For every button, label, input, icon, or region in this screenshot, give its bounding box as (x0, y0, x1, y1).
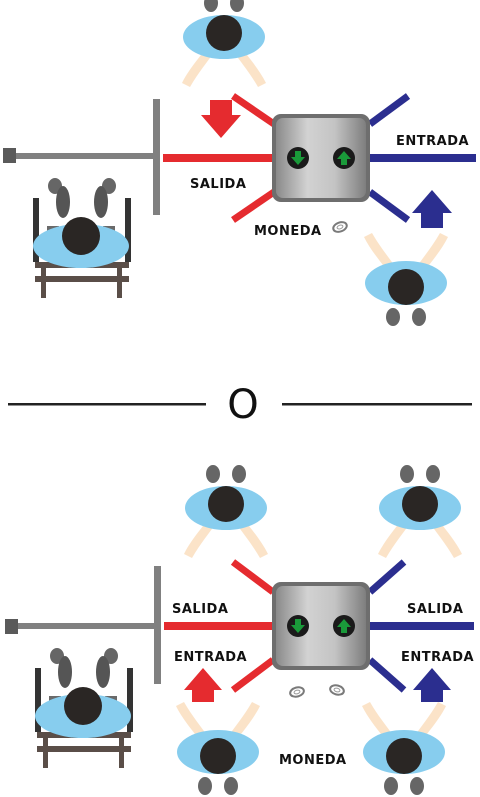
person-entering-left (176, 702, 260, 795)
left-lane-lines (164, 559, 276, 693)
exit-lane-lines (163, 93, 276, 223)
barrier-gate (5, 566, 161, 684)
person-entering (364, 233, 448, 326)
coin-icon (328, 682, 346, 698)
right-entry-arrow-up-icon (413, 668, 451, 702)
person-exiting (182, 0, 266, 87)
right-entry-label: ENTRADA (401, 650, 474, 665)
coin-label: MONEDA (279, 753, 347, 768)
barrier-gate (3, 99, 160, 215)
scenario-2: SALIDA SALIDA ENTRADA ENTRADA MONEDA (5, 465, 474, 795)
gate-post (154, 566, 161, 684)
person-exiting-right (378, 465, 462, 558)
turnstile-machine (272, 114, 370, 202)
gate-post (153, 99, 160, 215)
wheelchair-user (33, 178, 131, 298)
separator-line-right (282, 403, 472, 406)
arrow-down-indicator-icon (287, 615, 309, 637)
exit-arrow-down-icon (201, 100, 241, 138)
arrow-up-indicator-icon (333, 615, 355, 637)
entry-lane-lines (367, 93, 476, 223)
gate-arm (18, 623, 156, 629)
gate-hinge (5, 619, 18, 634)
coin-icon (330, 219, 350, 235)
gate-hinge (3, 148, 16, 163)
person-exiting-left (184, 465, 268, 558)
gate-arm (16, 153, 154, 159)
scenario-1: SALIDA ENTRADA MONEDA (3, 0, 476, 326)
right-exit-label: SALIDA (407, 602, 463, 617)
separator-text: O (227, 382, 258, 428)
exit-label: SALIDA (190, 177, 246, 192)
entry-arrow-up-icon (412, 190, 452, 228)
separator: O (8, 382, 472, 428)
entry-label: ENTRADA (396, 134, 469, 149)
right-lane-lines (367, 559, 474, 693)
arrow-down-indicator-icon (287, 147, 309, 169)
coin-icon (288, 684, 306, 700)
person-entering-right (362, 702, 446, 795)
turnstile-machine (272, 582, 370, 670)
coin-label: MONEDA (254, 224, 322, 239)
left-entry-arrow-up-icon (184, 668, 222, 702)
separator-line-left (8, 403, 206, 406)
left-exit-label: SALIDA (172, 602, 228, 617)
left-entry-label: ENTRADA (174, 650, 247, 665)
wheelchair-user (35, 648, 133, 768)
arrow-up-indicator-icon (333, 147, 355, 169)
